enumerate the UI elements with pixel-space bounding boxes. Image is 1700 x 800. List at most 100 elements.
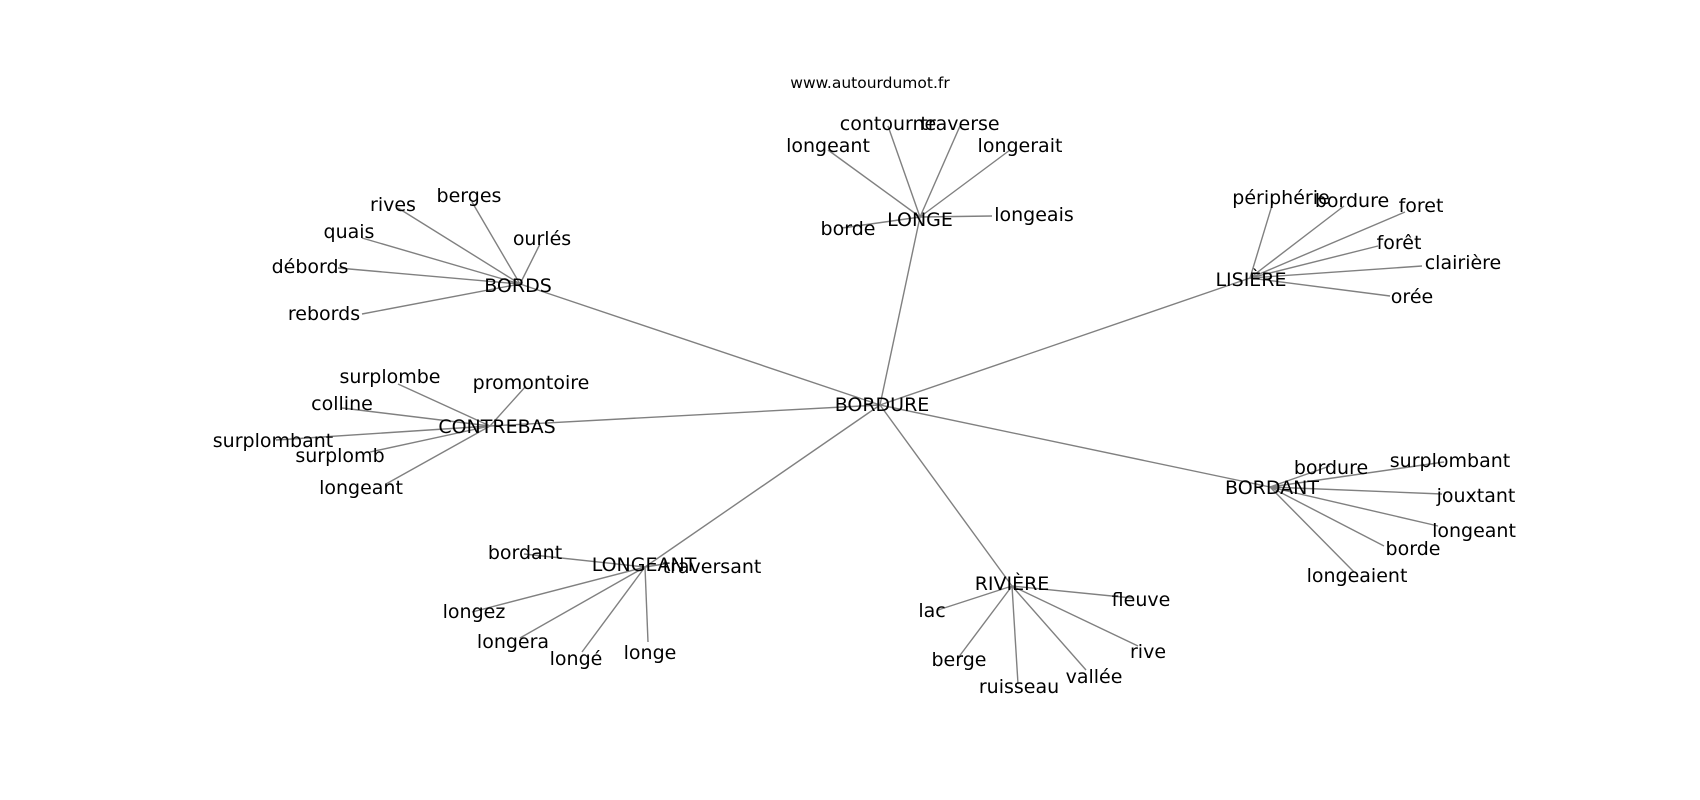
edge-bordant-borde — [1269, 486, 1385, 547]
node-hub-bordant: BORDANT — [1225, 477, 1319, 499]
node-leaf-longeant-longez: longez — [443, 601, 506, 623]
edge-longeant-longez — [471, 566, 646, 613]
edge-longe-traverse — [919, 125, 961, 218]
edge-root-longe — [879, 216, 921, 406]
node-leaf-contrebas-surplombant: surplombant — [213, 430, 333, 452]
node-leaf-bords-rives: rives — [370, 194, 416, 216]
edge-bords-ourles — [519, 243, 541, 285]
edge-riviere-ruisseau — [1011, 585, 1019, 685]
node-leaf-riviere-rive: rive — [1130, 641, 1166, 663]
edge-root-bords — [519, 283, 881, 406]
node-hub-longeant: LONGEANT — [592, 554, 697, 576]
node-leaf-riviere-berge: berge — [932, 649, 987, 671]
edge-riviere-fleuve — [1011, 585, 1133, 599]
edge-root-riviere — [879, 404, 1013, 587]
node-leaf-riviere-ruisseau: ruisseau — [979, 676, 1059, 698]
node-leaf-longeant-longe: longé — [550, 648, 603, 670]
node-leaf-longe-traverse: traverse — [920, 113, 999, 135]
node-leaf-contrebas-surplomb: surplomb — [295, 445, 384, 467]
edge-bords-rebords — [361, 283, 521, 315]
node-hub-contrebas: CONTREBAS — [438, 416, 555, 438]
edge-bords-quais — [361, 237, 521, 285]
edge-contrebas-longeant — [385, 425, 491, 485]
node-leaf-longe-longeant: longeant — [786, 135, 870, 157]
node-leaf-lisiere-bordure: bordure — [1315, 190, 1389, 212]
edge-lisiere-foret — [1249, 211, 1406, 279]
node-leaf-longe-longeais: longeais — [994, 204, 1074, 226]
node-leaf-contrebas-longeant: longeant — [319, 477, 403, 499]
edge-contrebas-promontoire — [489, 385, 527, 427]
edge-longe-longerait — [919, 149, 1011, 218]
edge-longeant-longe — [581, 566, 646, 653]
node-leaf-bordant-longeaient: longeaient — [1307, 565, 1408, 587]
node-leaf-lisiere-oree: orée — [1391, 286, 1433, 308]
edge-bordant-longeant — [1269, 486, 1439, 527]
node-leaf-bordant-jouxtant: jouxtant — [1436, 485, 1516, 507]
edge-lisiere-bordure — [1249, 205, 1345, 279]
node-hub-riviere: RIVIÈRE — [975, 572, 1050, 595]
edge-longe-longeais — [919, 215, 993, 218]
edge-lisiere-peripherie — [1249, 201, 1274, 279]
edge-bords-berges — [471, 201, 521, 285]
edge-bordant-jouxtant — [1269, 486, 1443, 495]
edge-bords-debords — [337, 267, 521, 285]
edge-root-bordant — [879, 404, 1271, 488]
node-leaf-contrebas-surplombe: surplombe — [340, 366, 441, 388]
edge-riviere-rive — [1011, 585, 1139, 647]
edge-riviere-lac — [937, 585, 1013, 611]
node-leaf-bords-ourles: ourlés — [513, 228, 571, 250]
edge-riviere-berge — [957, 585, 1013, 659]
node-leaf-riviere-fleuve: fleuve — [1112, 589, 1171, 611]
node-leaf-lisiere-foret: forêt — [1377, 232, 1422, 254]
edge-lisiere-oree — [1249, 277, 1391, 297]
node-leaf-lisiere-clairiere: clairière — [1425, 252, 1502, 274]
labels-layer: www.autourdumot.fr BORDURE LONGE contourne… — [213, 74, 1516, 698]
edge-longeant-bordant — [523, 553, 646, 568]
edge-root-lisiere — [879, 277, 1251, 406]
edge-longe-longeant — [827, 149, 921, 218]
node-leaf-bords-quais: quais — [324, 221, 375, 243]
node-leaf-bordant-longeant: longeant — [1432, 520, 1516, 542]
node-leaf-longeant-bordant: bordant — [488, 542, 562, 564]
node-leaf-longe-borde: borde — [821, 218, 876, 240]
edge-riviere-vallee — [1011, 585, 1087, 671]
node-leaf-bords-rebords: rebords — [288, 303, 360, 325]
source-watermark: www.autourdumot.fr — [790, 74, 950, 92]
node-leaf-lisiere-foret: foret — [1399, 195, 1444, 217]
edge-bordant-bordure — [1269, 465, 1331, 488]
node-leaf-bordant-bordure: bordure — [1294, 457, 1368, 479]
edge-longeant-longe — [644, 566, 649, 643]
node-leaf-longe-contourne: contourne — [840, 113, 936, 135]
edge-root-longeant — [644, 404, 881, 568]
edge-root-contrebas — [489, 404, 881, 427]
node-leaf-riviere-vallee: vallée — [1066, 666, 1123, 688]
edge-longeant-traversant — [644, 563, 665, 568]
node-leaf-longeant-traversant: traversant — [663, 556, 762, 578]
edge-lisiere-foret — [1249, 245, 1379, 279]
node-hub-bords: BORDS — [484, 275, 552, 297]
edge-bordant-surplombant — [1269, 461, 1445, 488]
edge-contrebas-surplombant — [275, 425, 491, 441]
edge-longe-contourne — [887, 125, 921, 218]
node-leaf-longeant-longe: longe — [624, 642, 677, 664]
node-hub-longe: LONGE — [887, 209, 953, 231]
node-leaf-lisiere-peripherie: périphérie — [1232, 187, 1329, 209]
node-leaf-contrebas-colline: colline — [311, 393, 373, 415]
node-leaf-bordant-borde: borde — [1386, 538, 1441, 560]
node-leaf-longeant-longera: longera — [477, 631, 549, 653]
edge-bordant-longeaient — [1269, 486, 1355, 573]
edge-contrebas-colline — [341, 407, 491, 427]
node-leaf-bordant-surplombant: surplombant — [1390, 450, 1510, 472]
edges-layer — [275, 125, 1445, 685]
edge-longeant-longera — [519, 566, 646, 639]
node-root-bordure: BORDURE — [835, 394, 930, 416]
edge-longe-borde — [841, 216, 921, 229]
edge-lisiere-clairiere — [1249, 265, 1423, 279]
edge-contrebas-surplomb — [369, 425, 491, 453]
node-leaf-riviere-lac: lac — [918, 600, 945, 622]
node-leaf-bords-berges: berges — [437, 185, 502, 207]
edge-contrebas-surplombe — [397, 383, 491, 427]
node-leaf-bords-debords: débords — [272, 256, 349, 278]
